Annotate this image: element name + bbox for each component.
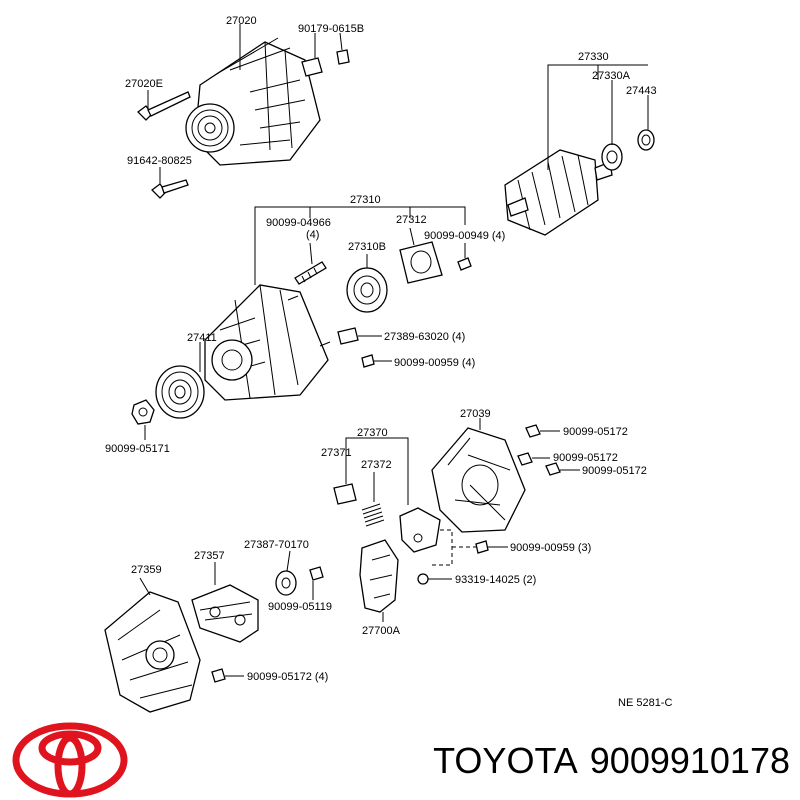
callout-90179-0615B: 90179-0615B	[298, 23, 364, 35]
callout-27330: 27330	[578, 51, 609, 63]
bolt-27020E	[137, 91, 191, 121]
callout-27020E: 27020E	[125, 78, 163, 90]
regulator-27700A	[359, 539, 399, 613]
brush-holder-27370	[399, 507, 441, 553]
footer: TOYOTA 9009910178	[0, 710, 800, 800]
callout-27411: 27411	[187, 332, 217, 344]
rotor-27330	[504, 149, 613, 236]
nut-90099-05119	[309, 566, 324, 581]
nut-90099-05172-b	[517, 452, 533, 466]
callout-90099-05171: 90099-05171	[105, 443, 170, 455]
callout-90099-00949: 90099-00949 (4)	[424, 230, 505, 242]
callout-27389-63020: 27389-63020 (4)	[384, 331, 465, 343]
callout-27387-70170: 27387-70170	[244, 539, 309, 551]
callout-90099-00959-a: 90099-00959 (4)	[394, 357, 475, 369]
figure-code: NE 5281-C	[618, 697, 672, 709]
callout-90099-05172-c: 90099-05172	[582, 465, 647, 477]
bearing-27330A	[601, 143, 623, 171]
callout-27020: 27020	[226, 15, 257, 27]
callout-27330A: 27330A	[592, 70, 631, 82]
callout-90099-05119: 90099-05119	[268, 601, 332, 613]
callout-27372: 27372	[361, 459, 392, 471]
rectifier-end-frame-27359	[104, 591, 201, 713]
insulator-27387-70170	[275, 570, 297, 596]
callout-27370: 27370	[357, 427, 388, 439]
toyota-logo	[12, 722, 128, 798]
callout-27371: 27371	[321, 447, 352, 459]
screw-90099-00949	[457, 257, 472, 271]
callout-90099-05172-a: 90099-05172	[563, 426, 628, 438]
nut-90099-05172-d	[211, 668, 226, 683]
callout-27312: 27312	[396, 214, 427, 226]
bearing-27310B	[346, 267, 388, 313]
callout-90099-05172-d: 90099-05172 (4)	[247, 671, 328, 683]
nut-90099-05172-a	[525, 424, 541, 438]
callout-90099-04966: 90099-04966	[266, 217, 331, 229]
nut-90099-05171	[131, 399, 155, 425]
callout-93319-14025: 93319-14025 (2)	[455, 574, 536, 586]
screw-93319-14025	[417, 573, 429, 585]
footer-title: TOYOTA 9009910178	[421, 740, 790, 782]
callout-90099-00959-b: 90099-00959 (3)	[510, 542, 591, 554]
callout-27310: 27310	[350, 194, 381, 206]
washer-27443	[637, 129, 655, 151]
callout-27443: 27443	[626, 85, 657, 97]
nut-90179-0615B	[336, 49, 350, 65]
alternator-exploded-diagram: 27020 90179-0615B 27020E 91642-80825 273…	[104, 15, 672, 713]
retainer-plate-27312	[399, 241, 443, 284]
brand-name: TOYOTA	[433, 740, 578, 781]
nut-90099-05172-c	[545, 462, 561, 476]
pulley-27411	[155, 365, 205, 419]
callout-27039: 27039	[460, 408, 491, 420]
brush-27371	[333, 483, 357, 505]
rectifier-27357	[191, 584, 259, 643]
callout-91642-80825: 91642-80825	[127, 155, 192, 167]
insulator-27389-63020	[337, 327, 359, 345]
callout-27700A: 27700A	[362, 625, 401, 637]
screw-90099-00959-b	[475, 540, 489, 554]
part-number: 9009910178	[589, 740, 790, 781]
callout-90099-05172-b: 90099-05172	[553, 452, 618, 464]
screw-90099-00959-a	[361, 354, 375, 368]
stud-90099-04966	[294, 261, 327, 285]
drive-end-frame-27310	[204, 284, 331, 401]
callout-27310B: 27310B	[348, 241, 386, 253]
callout-27357: 27357	[194, 550, 225, 562]
bolt-91642-80825	[151, 179, 189, 199]
spring-27372	[361, 503, 385, 527]
callout-27359: 27359	[131, 564, 162, 576]
rear-cover-27039	[431, 427, 526, 533]
toyota-logo-ovals	[12, 722, 128, 798]
alternator-assembly-27020	[185, 37, 323, 166]
callout-90099-04966-qty: (4)	[306, 229, 319, 241]
